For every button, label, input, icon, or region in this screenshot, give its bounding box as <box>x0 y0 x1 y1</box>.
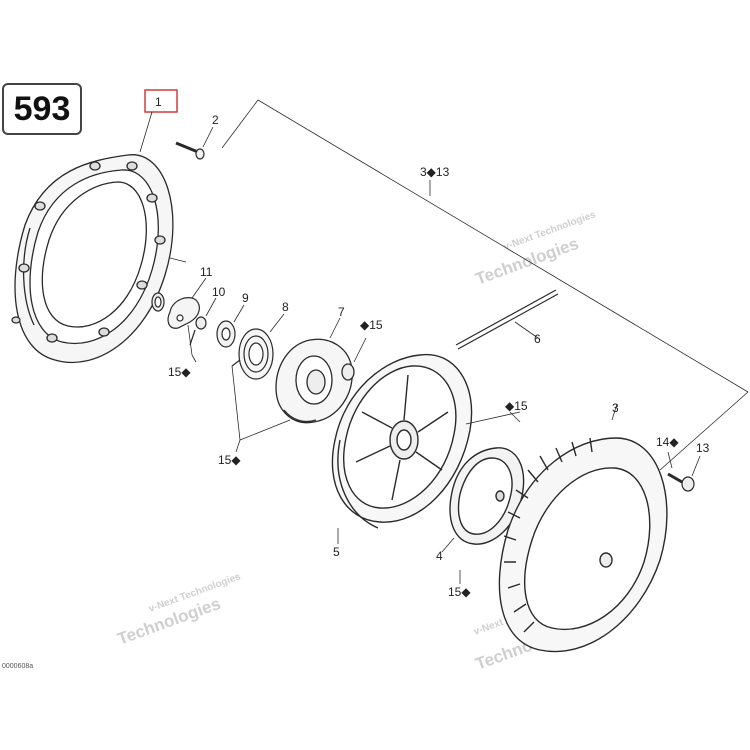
part-3-starter-cover <box>498 437 668 653</box>
callout-2: 2 <box>212 113 219 127</box>
callout-6: 6 <box>534 332 541 346</box>
part-1-highlight-box <box>144 89 178 113</box>
part-5-pulley <box>331 353 473 529</box>
callout-labels: 1 2 3◆13 11 10 9 8 7 ◆15 6 15◆ 15◆ ◆15 3… <box>155 95 710 599</box>
part-7-ratchet <box>275 338 355 424</box>
callout-15-part7: ◆15 <box>360 318 383 332</box>
part-11-pawl <box>167 297 200 329</box>
callout-1: 1 <box>155 95 162 109</box>
callout-15-part5: ◆15 <box>505 399 528 413</box>
page-number: 593 <box>13 90 71 128</box>
callout-11: 11 <box>200 265 213 279</box>
callout-10: 10 <box>212 285 226 299</box>
callout-15-part4: 15◆ <box>448 585 471 599</box>
leader-lines <box>169 99 749 584</box>
part-1-starter-housing <box>11 154 174 364</box>
callout-13: 13 <box>696 441 710 455</box>
callout-3-13: 3◆13 <box>420 165 450 179</box>
washer-small <box>151 292 165 312</box>
part-10-bolt <box>189 316 207 346</box>
callout-8: 8 <box>282 300 289 314</box>
part-9-washer <box>216 320 236 348</box>
callout-4: 4 <box>436 549 443 563</box>
part-13-screw <box>667 472 695 492</box>
part-4-recoil-spring <box>449 447 525 545</box>
part-6-rope <box>455 289 559 350</box>
callout-14: 14◆ <box>656 435 679 449</box>
part-2-screw <box>175 141 205 160</box>
callout-7: 7 <box>338 305 345 319</box>
diagram-reference-code: 0000608a <box>2 663 33 670</box>
part-8-spring <box>231 328 274 380</box>
callout-5: 5 <box>333 545 340 559</box>
callout-3: 3 <box>612 401 619 415</box>
callout-9: 9 <box>242 291 249 305</box>
callout-15-part10: 15◆ <box>168 365 191 379</box>
page-number-box: 593 <box>2 83 82 135</box>
callout-15-part8: 15◆ <box>218 453 241 467</box>
